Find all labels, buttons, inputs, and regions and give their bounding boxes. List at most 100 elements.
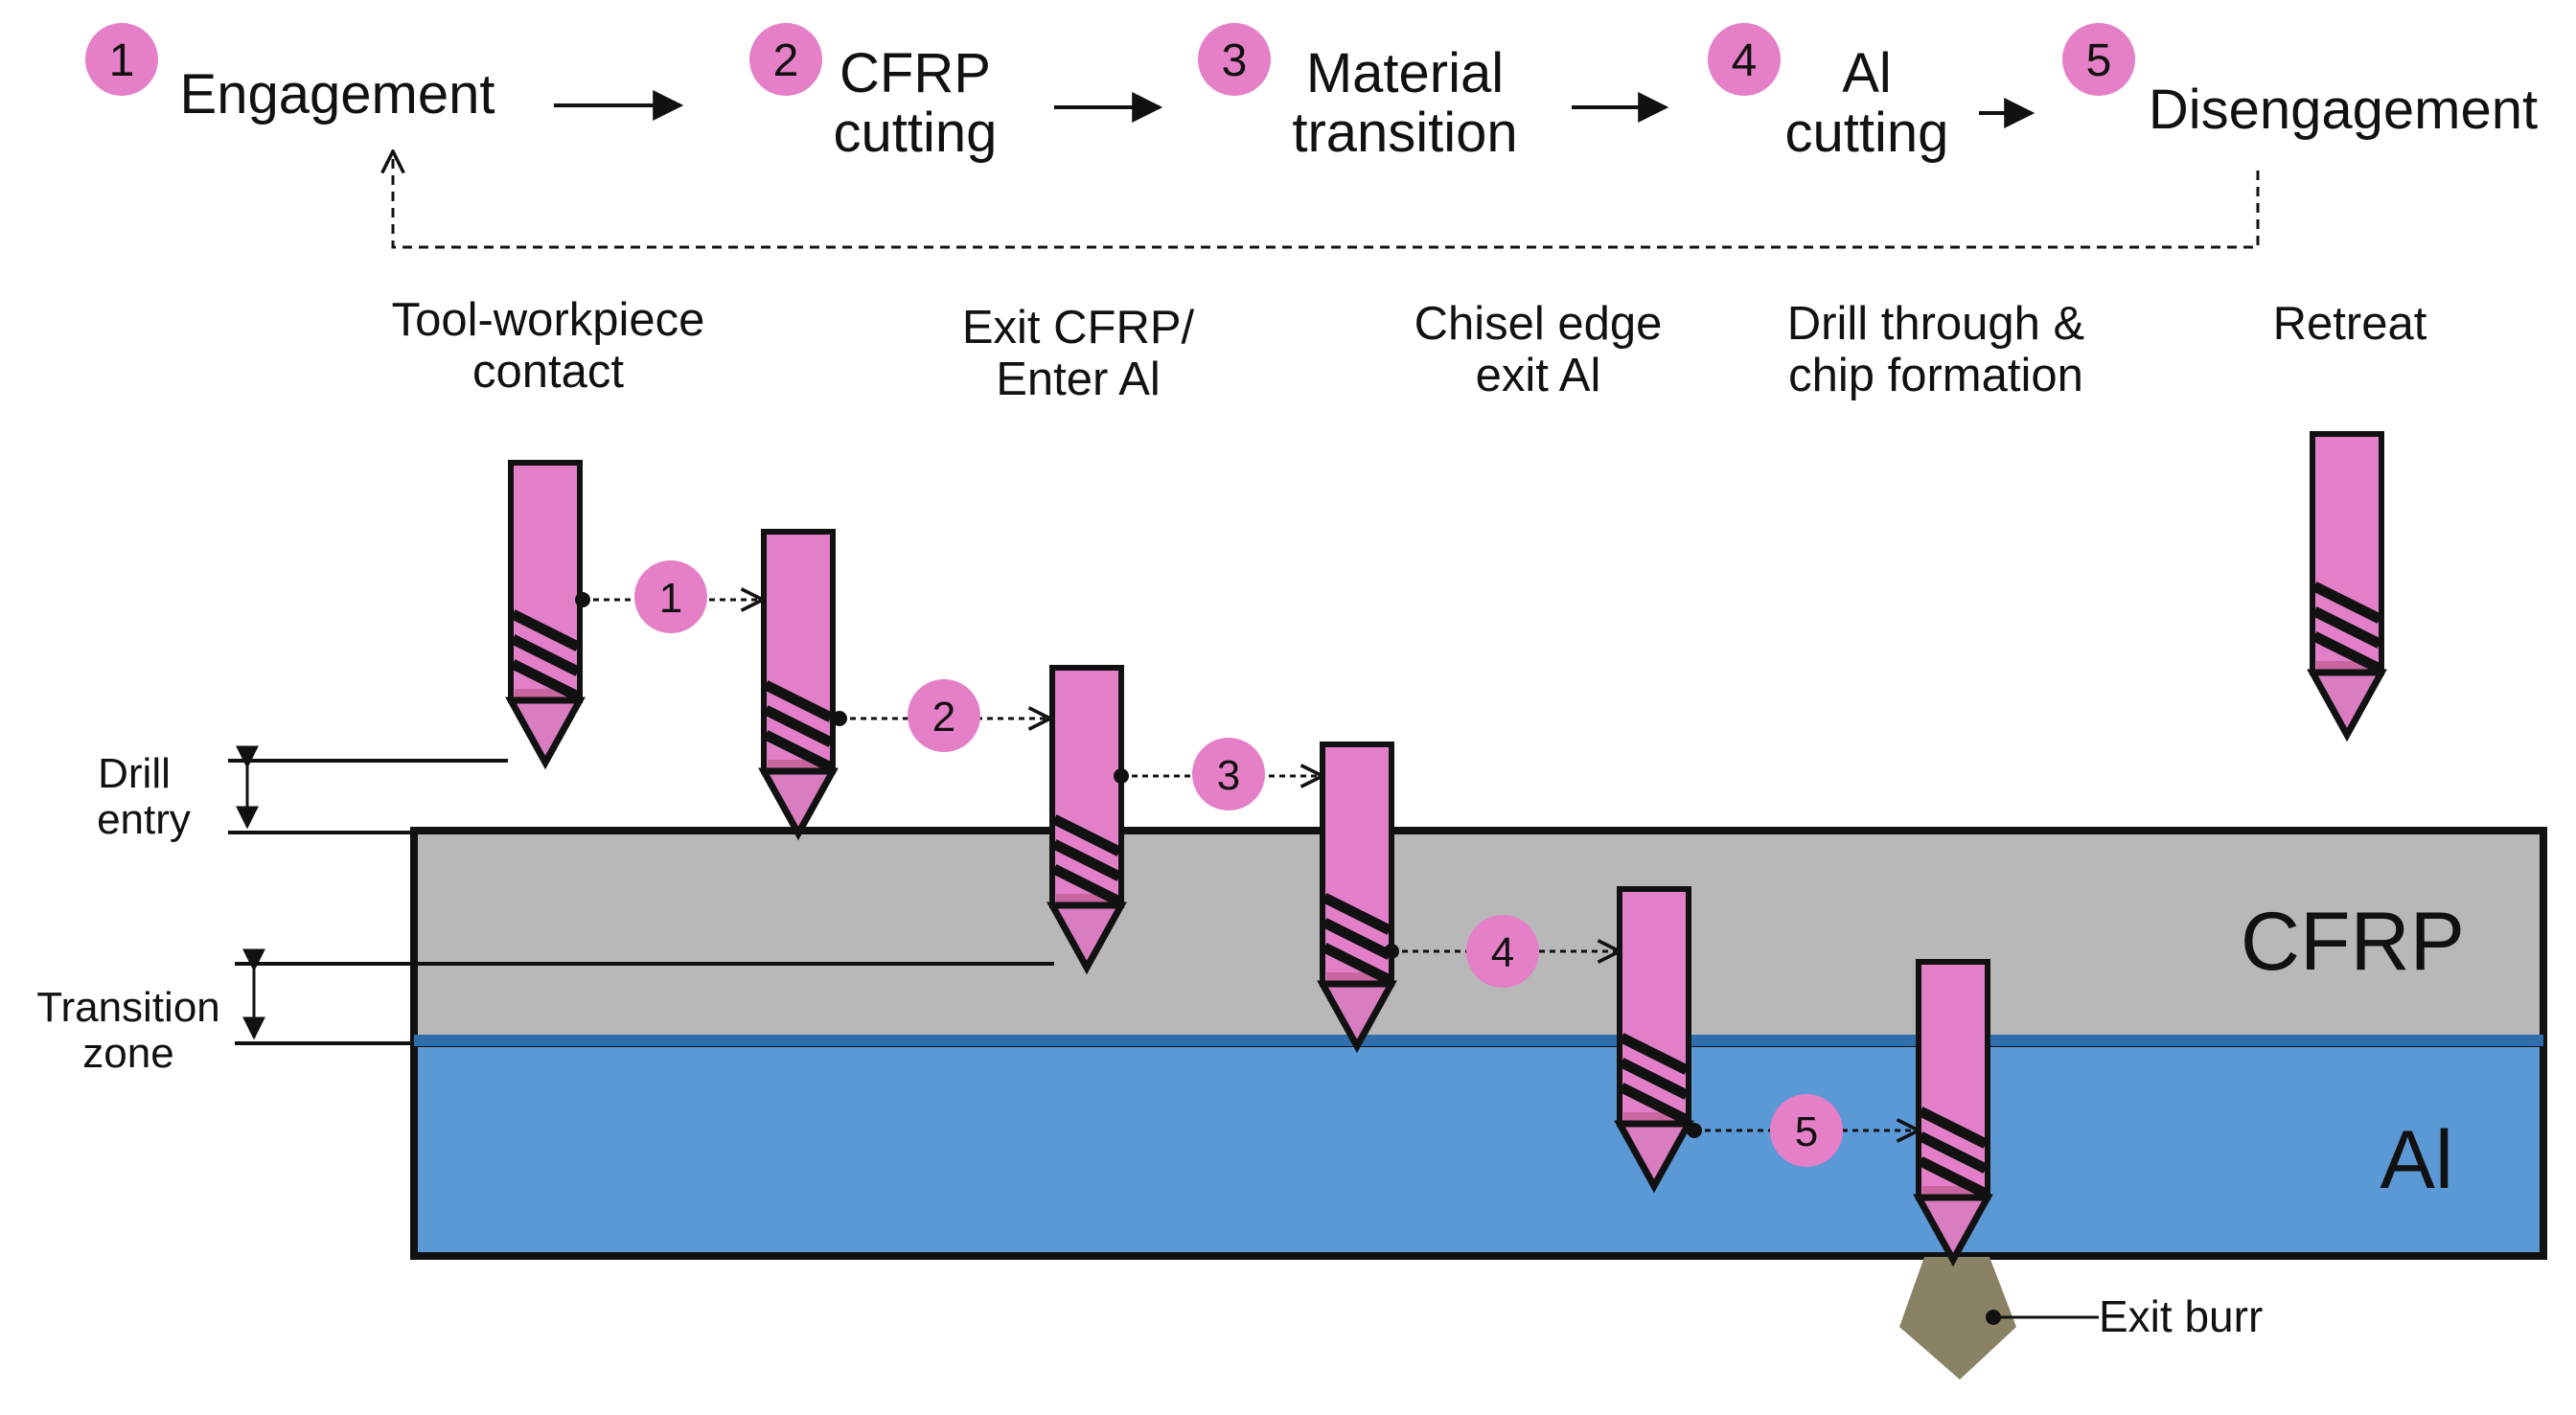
description-line: chip formation — [1788, 350, 2083, 401]
step-badge — [1770, 1094, 1843, 1167]
step-number: 3 — [1217, 752, 1240, 799]
step-connector: 4 — [1384, 915, 1620, 988]
drill-flute — [1619, 1083, 1690, 1125]
stage-title: CFRP — [840, 42, 991, 104]
stage-title: Disengagement — [2149, 79, 2538, 141]
layer-interface — [414, 1035, 2543, 1046]
stage-badge — [85, 23, 158, 96]
drill-flute — [1619, 1058, 1690, 1100]
drill-flute — [510, 659, 581, 701]
stage-title: Al — [1842, 42, 1892, 104]
drill-flute — [510, 609, 581, 651]
loop-back-arrow — [393, 151, 2260, 249]
drill-flute — [1918, 1156, 1989, 1198]
drill-tip — [2307, 669, 2387, 742]
exit-burr-callout: Exit burr — [1986, 1291, 2263, 1341]
drill-flute — [1619, 1033, 1690, 1075]
drill-position-4 — [1317, 742, 1397, 1054]
process-flow: 1 Engagement 2 CFRP cutting 3 Material t… — [85, 23, 2538, 249]
stage-number: 2 — [773, 35, 799, 86]
drill-margin — [1922, 1186, 1984, 1196]
al-label: Al — [2380, 1114, 2453, 1206]
drill-flute — [763, 680, 834, 722]
step-connectors: 1 2 3 4 5 — [575, 560, 1919, 1167]
stage-number: 3 — [1222, 35, 1248, 86]
stage-badge — [1708, 23, 1781, 96]
stage-title: Engagement — [180, 63, 495, 126]
transition-zone-label: zone — [82, 1030, 173, 1077]
drill-margin — [2316, 661, 2378, 671]
step-badge — [634, 560, 707, 633]
exit-burr-label: Exit burr — [2099, 1291, 2263, 1341]
stage-title: transition — [1292, 102, 1517, 164]
description-line: contact — [472, 346, 624, 398]
drill-margin — [515, 689, 576, 698]
burr-shape — [1899, 1257, 2016, 1380]
description-line: Retreat — [2273, 298, 2427, 350]
stage-cfrp-cutting: 2 CFRP cutting — [749, 23, 997, 164]
step-number: 1 — [659, 575, 682, 622]
stage-disengagement: 5 Disengagement — [2062, 23, 2538, 141]
description-line: Drill through & — [1787, 298, 2084, 350]
drill-margin — [768, 760, 829, 769]
stage-number: 1 — [109, 35, 135, 86]
drill-flute — [510, 634, 581, 676]
drill-entry-label: entry — [97, 796, 191, 843]
step-badge — [908, 679, 980, 752]
step-connector: 1 — [575, 560, 763, 633]
stage-descriptions: Tool-workpiece contact Exit CFRP/ Enter … — [392, 294, 2427, 405]
drill-tip — [1317, 980, 1397, 1054]
step-number: 4 — [1491, 929, 1514, 976]
drill-flute — [1918, 1107, 1989, 1149]
step-badge — [1466, 915, 1539, 988]
description-line: exit Al — [1476, 350, 1601, 401]
transition-zone-dimension: Transition zone — [36, 948, 1054, 1077]
drill-flute — [763, 730, 834, 772]
description-line: Enter Al — [996, 354, 1161, 405]
drill-flute — [1051, 839, 1122, 881]
workpiece: CFRP Al — [410, 827, 2547, 1260]
drill-flute — [2312, 631, 2382, 673]
drill-entry-label: Drill — [98, 750, 171, 797]
step-connector: 2 — [832, 679, 1050, 752]
drill-margin — [1326, 972, 1388, 982]
stage-number: 4 — [1732, 35, 1758, 86]
drill-position-5 — [1614, 886, 1694, 1194]
drill-tip — [1913, 1194, 1993, 1267]
drill-tip — [505, 696, 586, 770]
drills — [505, 431, 2387, 1267]
stage-badge — [749, 23, 822, 96]
step-number: 2 — [932, 694, 955, 741]
description-line: Exit CFRP/ — [962, 302, 1195, 354]
drill-flute — [1051, 864, 1122, 906]
step-badge — [1192, 738, 1265, 810]
drill-position-2 — [758, 529, 839, 841]
step-connector: 5 — [1687, 1094, 1919, 1167]
stage-title: cutting — [1785, 102, 1949, 164]
cfrp-label: CFRP — [2241, 896, 2465, 988]
stage-title: cutting — [834, 102, 998, 164]
drill-entry-dimension: Drill entry — [97, 745, 508, 843]
drill-position-6 — [1913, 959, 1993, 1267]
stage-badge — [1198, 23, 1271, 96]
drill-flute — [2312, 582, 2382, 624]
exit-burr — [1899, 1257, 2016, 1380]
drill-flute — [1918, 1131, 1989, 1174]
al-layer — [410, 1039, 2547, 1260]
drill-position-3 — [1046, 665, 1127, 975]
drill-tip — [1046, 901, 1127, 975]
drill-retreat — [2307, 431, 2387, 742]
stage-number: 5 — [2086, 35, 2112, 86]
drill-flute — [763, 705, 834, 747]
description-line: Chisel edge — [1414, 298, 1663, 350]
stage-badge — [2062, 23, 2135, 96]
stage-title: Material — [1306, 42, 1504, 104]
stage-al-cutting: 4 Al cutting — [1708, 23, 1948, 164]
drill-flute — [1051, 814, 1122, 856]
stage-engagement: 1 Engagement — [85, 23, 494, 126]
step-connector: 3 — [1114, 738, 1322, 810]
drill-position-1 — [505, 460, 586, 770]
transition-zone-label: Transition — [36, 984, 220, 1031]
